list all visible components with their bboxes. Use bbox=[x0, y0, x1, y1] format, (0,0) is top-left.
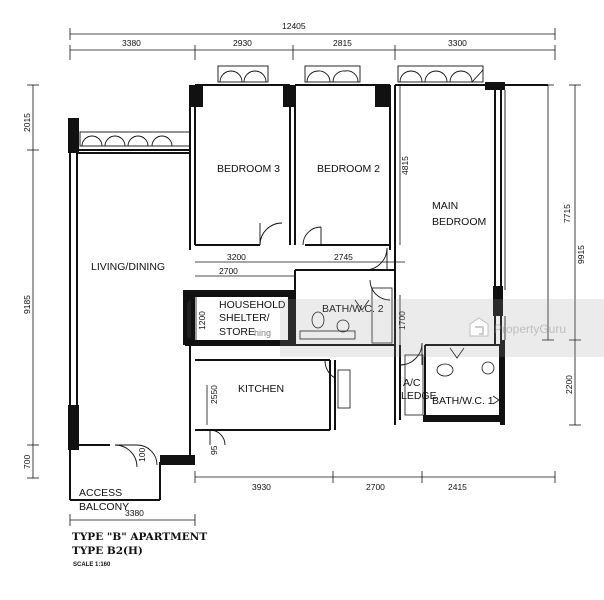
fixtures bbox=[299, 287, 500, 416]
dim-left-main: 9185 bbox=[22, 295, 32, 314]
walls bbox=[69, 84, 548, 501]
bedroom2-label: BEDROOM 2 bbox=[317, 163, 380, 175]
dim-top-1: 3380 bbox=[122, 38, 141, 48]
ac-ledge-label-line2: LEDGE bbox=[401, 390, 437, 402]
dim-overall-top: 12405 bbox=[282, 21, 306, 31]
dimension-lines bbox=[27, 28, 581, 526]
dim-small-2: 100 bbox=[137, 448, 147, 462]
living-dining-label: LIVING/DINING bbox=[91, 261, 165, 273]
dim-inner-2745: 2745 bbox=[334, 252, 353, 262]
doors bbox=[114, 222, 423, 468]
dim-bottom-3: 2415 bbox=[448, 482, 467, 492]
bedroom3-label: BEDROOM 3 bbox=[217, 163, 280, 175]
dim-right-3: 2200 bbox=[564, 375, 574, 394]
dim-kitchen-depth: 2550 bbox=[209, 385, 219, 404]
access-balcony-label-line2: BALCONY bbox=[79, 501, 129, 513]
title-scale: SCALE 1:160 bbox=[73, 562, 111, 568]
dim-shelter-depth: 1200 bbox=[197, 311, 207, 330]
dim-right-1: 7715 bbox=[562, 204, 572, 223]
household-shelter-label-line2: SHELTER/ bbox=[219, 312, 270, 324]
dim-left-upper: 2015 bbox=[22, 113, 32, 132]
dim-small-1: 95 bbox=[209, 445, 219, 455]
dim-bedroom2-depth: 4815 bbox=[400, 156, 410, 175]
dim-top-2: 2930 bbox=[233, 38, 252, 48]
watermark: PropertyGuru hing bbox=[254, 299, 604, 357]
main-bedroom-label-line2: BEDROOM bbox=[432, 216, 486, 228]
household-shelter-label-line3: STORE bbox=[219, 326, 255, 338]
columns bbox=[68, 82, 505, 465]
shelter-hatch bbox=[187, 300, 191, 338]
windows bbox=[79, 65, 506, 340]
access-balcony-label-line1: ACCESS bbox=[79, 487, 122, 499]
dim-bottom-2: 2700 bbox=[366, 482, 385, 492]
dim-shelter-width: 2700 bbox=[219, 266, 238, 276]
kitchen-label: KITCHEN bbox=[238, 383, 284, 395]
title-line1: TYPE "B" APARTMENT bbox=[72, 531, 207, 543]
watermark-brand: PropertyGuru bbox=[494, 322, 566, 336]
dim-top-4: 3300 bbox=[448, 38, 467, 48]
propertyguru-logo-icon bbox=[469, 317, 489, 337]
dim-bath2-depth: 1700 bbox=[397, 311, 407, 330]
dim-bottom-1: 3930 bbox=[252, 482, 271, 492]
dim-top-3: 2815 bbox=[333, 38, 352, 48]
dim-left-lower: 700 bbox=[22, 455, 32, 469]
household-shelter-label-line1: HOUSEHOLD bbox=[219, 299, 286, 311]
bath1-label: BATH/W.C. 1 bbox=[432, 395, 494, 407]
main-bedroom-label-line1: MAIN bbox=[432, 200, 458, 212]
title-line2: TYPE B2(H) bbox=[72, 545, 143, 557]
bath2-label: BATH/W.C. 2 bbox=[322, 303, 384, 315]
dim-inner-3200: 3200 bbox=[227, 252, 246, 262]
dim-right-2: 9915 bbox=[576, 245, 586, 264]
ac-ledge-label-line1: A/C bbox=[403, 377, 421, 389]
dim-bottom-left: 3380 bbox=[125, 508, 144, 518]
watermark-faint: hing bbox=[254, 328, 271, 338]
